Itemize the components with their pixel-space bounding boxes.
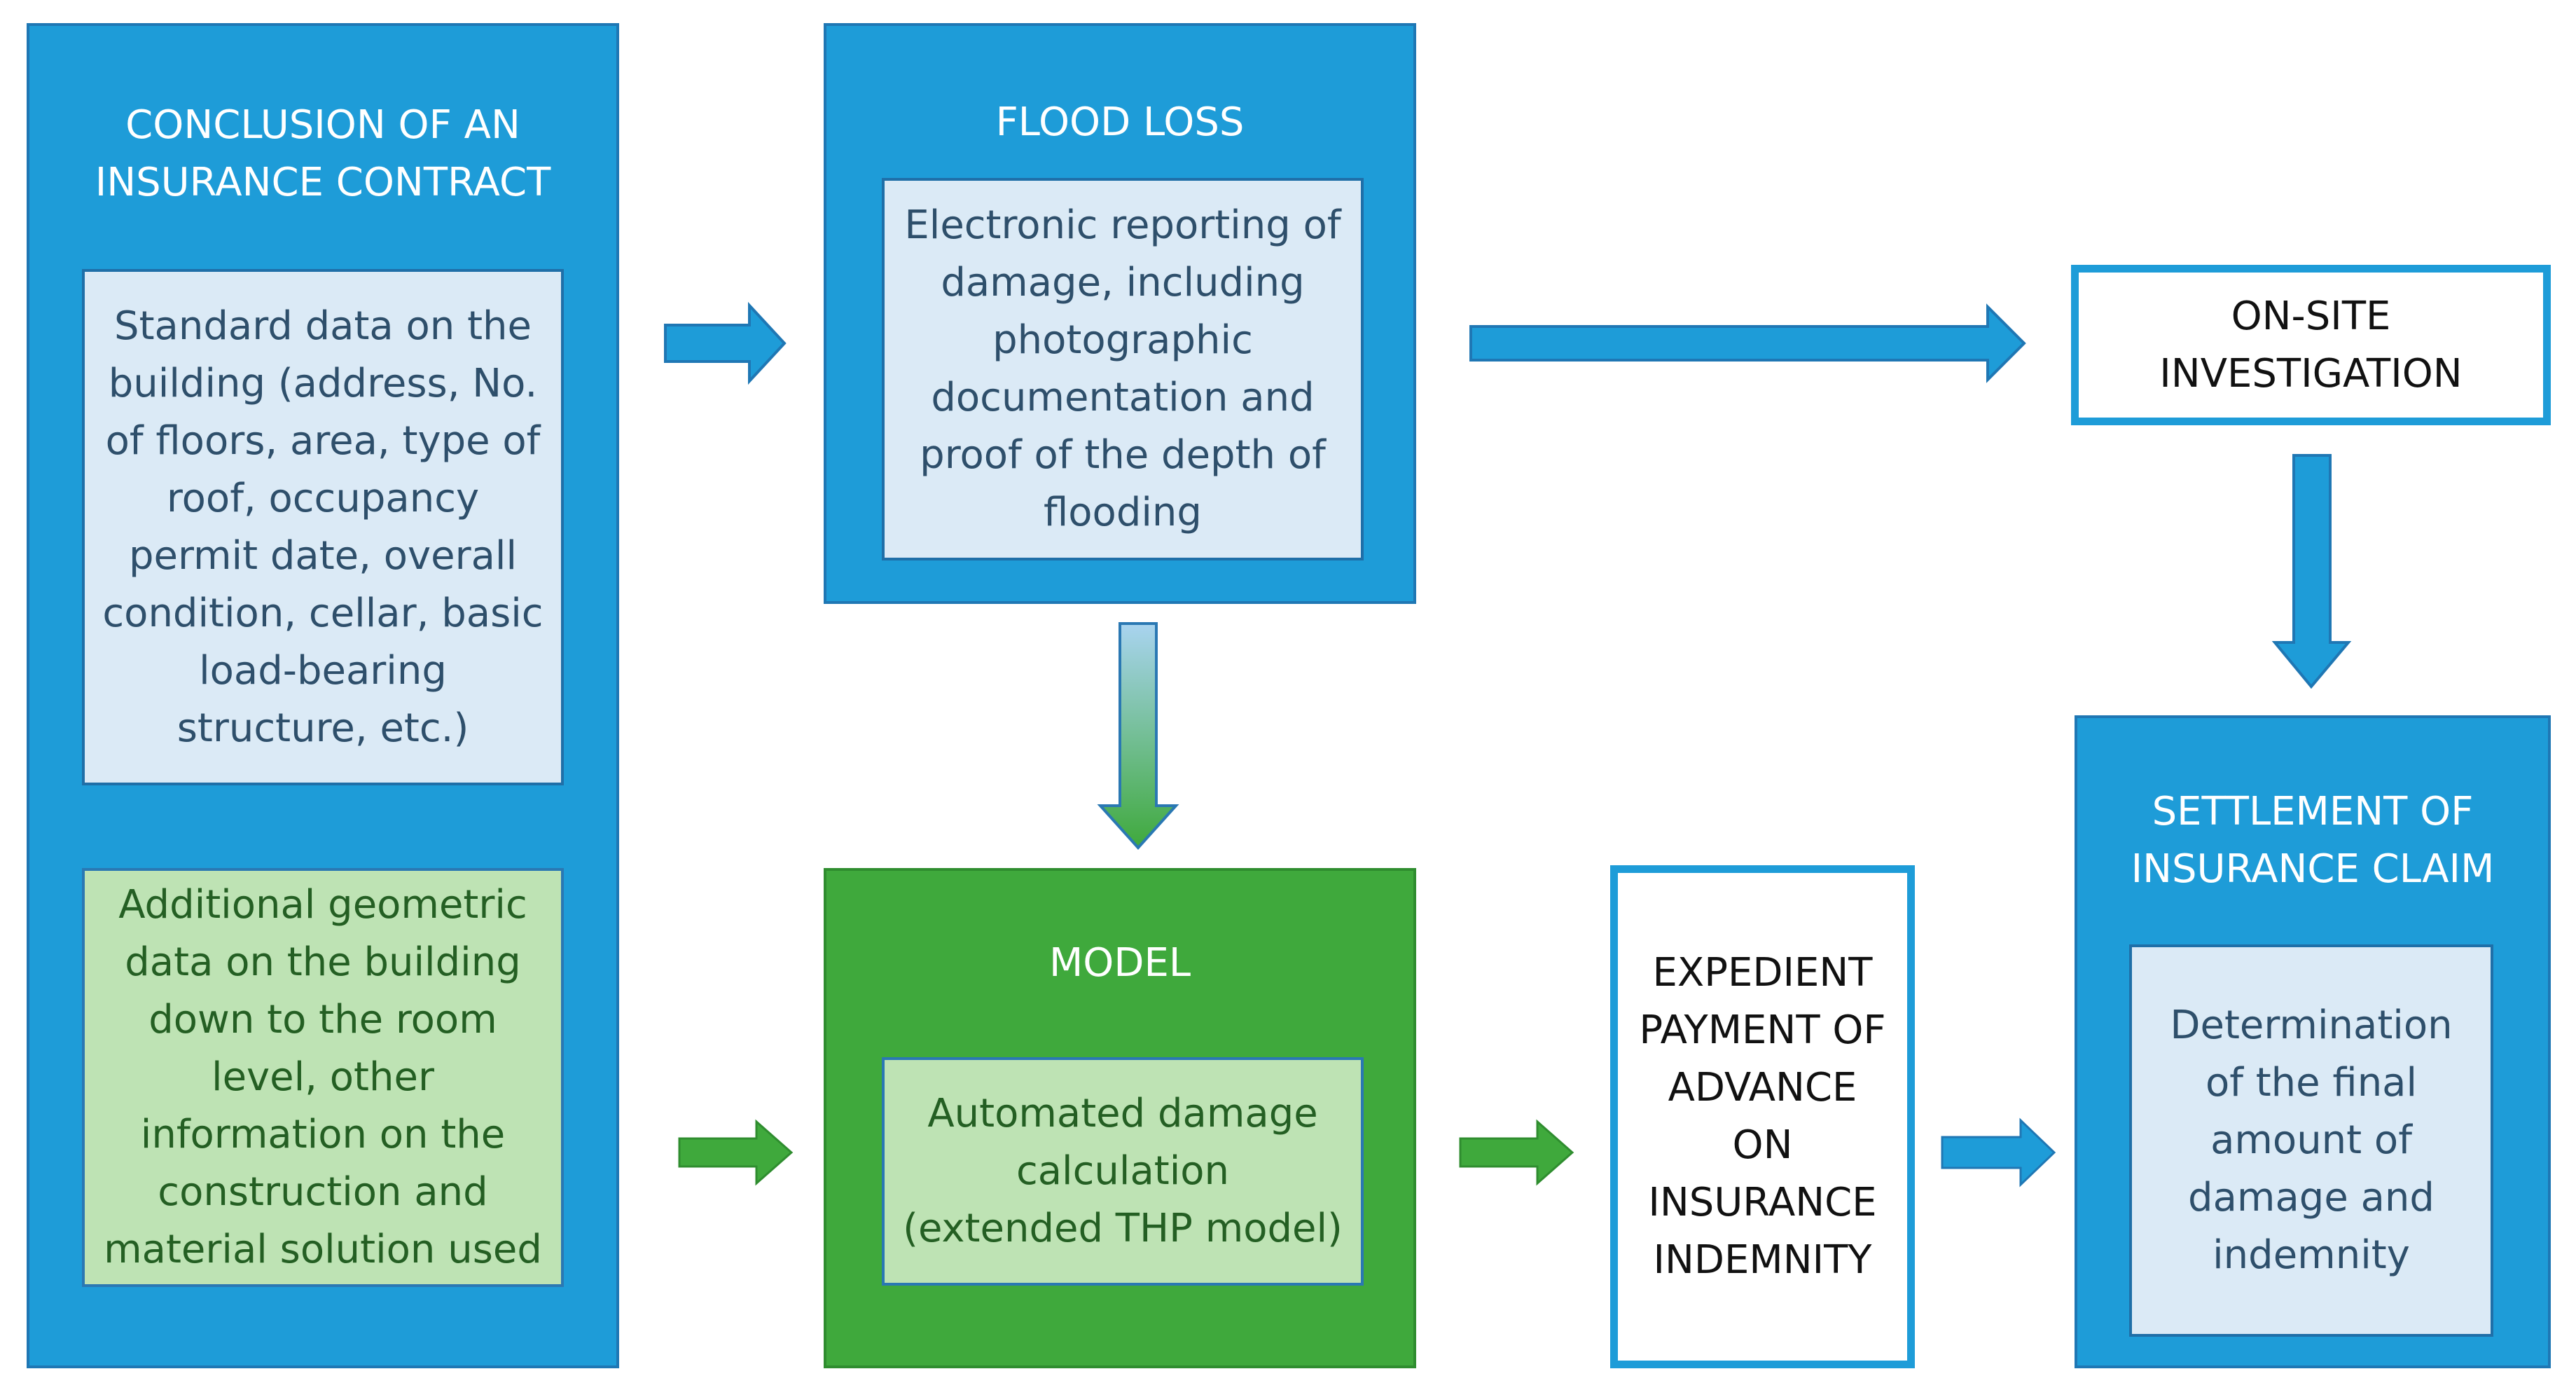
flood-loss-inner-box — [882, 178, 1364, 560]
arrow-onsite-to-settlement — [2271, 454, 2352, 689]
arrow-contract-to-flood — [664, 301, 787, 385]
model-title: MODEL — [1048, 940, 1191, 986]
arrow-model-to-payment — [1459, 1119, 1574, 1186]
additional-data-box — [82, 868, 564, 1287]
arrow-additional-to-model — [678, 1119, 794, 1186]
flood-loss-title: FLOOD LOSS — [995, 99, 1245, 145]
arrow-payment-to-settlement — [1941, 1117, 2056, 1188]
advance-payment-box — [1610, 865, 1915, 1368]
standard-data-box — [82, 269, 564, 785]
arrow-flood-to-model — [1097, 622, 1179, 850]
model-inner-box — [882, 1057, 1364, 1286]
settlement-inner-box — [2129, 944, 2493, 1337]
arrow-flood-to-onsite — [1469, 303, 2026, 383]
on-site-investigation-box — [2071, 265, 2551, 425]
